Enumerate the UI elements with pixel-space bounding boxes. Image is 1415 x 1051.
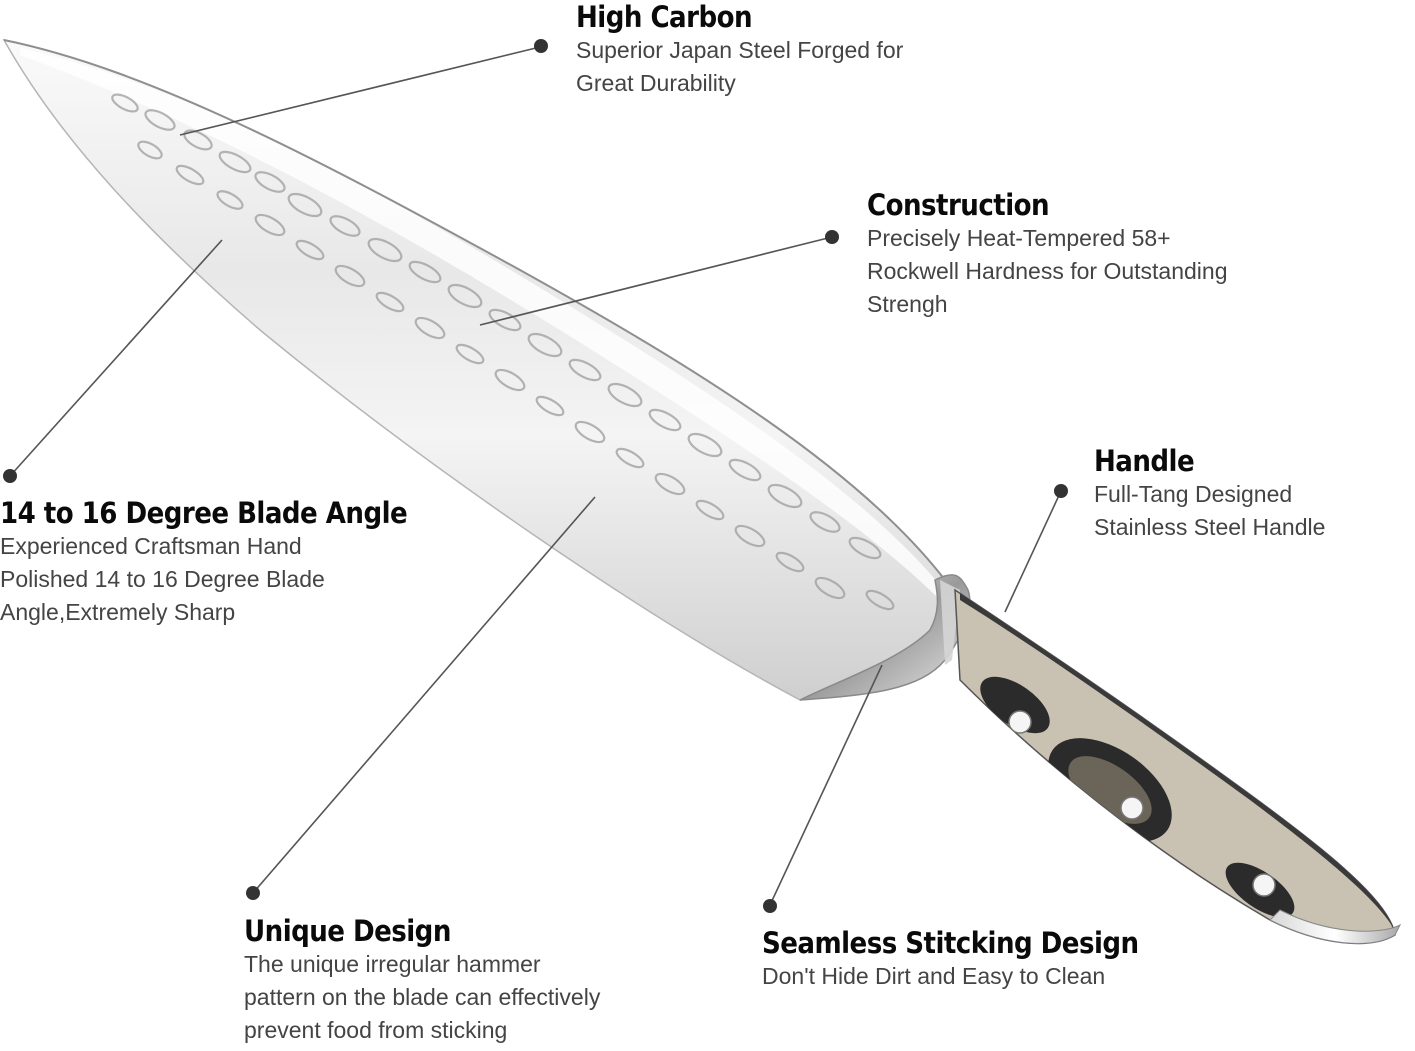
callout-blade-angle: 14 to 16 Degree Blade Angle Experienced … bbox=[0, 496, 452, 629]
description-line: Don't Hide Dirt and Easy to Clean bbox=[762, 963, 1106, 989]
leader-line-high-carbon bbox=[179, 46, 541, 136]
callout-title: Handle bbox=[1094, 444, 1195, 478]
marker-dot-blade-angle bbox=[3, 469, 17, 483]
callout-construction: Construction Precisely Heat-Tempered 58+… bbox=[867, 188, 1228, 321]
leader-line-unique-design bbox=[252, 496, 596, 894]
marker-dot-unique-design bbox=[246, 886, 260, 900]
marker-dot-high-carbon bbox=[534, 39, 548, 53]
callout-title: 14 to 16 Degree Blade Angle bbox=[0, 496, 408, 530]
description-line: Stainless Steel Handle bbox=[1094, 514, 1326, 540]
description-line: The unique irregular hammer bbox=[244, 951, 541, 977]
handle-rivet bbox=[1252, 873, 1276, 897]
handle-rivet bbox=[1008, 710, 1032, 734]
callout-description: Don't Hide Dirt and Easy to Clean bbox=[762, 960, 1180, 993]
callout-description: Superior Japan Steel Forged for Great Du… bbox=[576, 34, 903, 100]
leader-line-construction bbox=[479, 236, 833, 326]
callout-description: Precisely Heat-Tempered 58+ Rockwell Har… bbox=[867, 222, 1228, 321]
callout-description: Full-Tang Designed Stainless Steel Handl… bbox=[1094, 478, 1325, 544]
knife-blade bbox=[2, 38, 951, 701]
marker-dot-seamless bbox=[763, 899, 777, 913]
leader-line-seamless bbox=[769, 664, 883, 906]
leader-line-handle bbox=[1004, 490, 1062, 613]
description-line: Full-Tang Designed bbox=[1094, 481, 1293, 507]
leader-markers bbox=[3, 39, 1068, 913]
callout-unique-design: Unique Design The unique irregular hamme… bbox=[244, 914, 600, 1047]
knife-handle bbox=[954, 588, 1402, 945]
handle-rivet bbox=[1120, 796, 1144, 820]
description-line: Rockwell Hardness for Outstanding bbox=[867, 258, 1228, 284]
leader-line-blade-angle bbox=[9, 239, 223, 477]
callout-description: The unique irregular hammer pattern on t… bbox=[244, 948, 600, 1047]
callout-high-carbon: High Carbon Superior Japan Steel Forged … bbox=[576, 0, 903, 100]
description-line: Superior Japan Steel Forged for bbox=[576, 37, 904, 63]
description-line: pattern on the blade can effectively bbox=[244, 984, 601, 1010]
callout-title: Seamless Stitcking Design bbox=[762, 926, 1139, 960]
description-line: Experienced Craftsman Hand bbox=[0, 533, 302, 559]
callout-title: Construction bbox=[867, 188, 1050, 222]
callout-title: High Carbon bbox=[576, 0, 753, 34]
callout-seamless-design: Seamless Stitcking Design Don't Hide Dir… bbox=[762, 926, 1180, 993]
description-line: Polished 14 to 16 Degree Blade bbox=[0, 566, 325, 592]
callout-title: Unique Design bbox=[244, 914, 451, 948]
callout-description: Experienced Craftsman Hand Polished 14 t… bbox=[0, 530, 452, 629]
leader-lines bbox=[9, 46, 1062, 906]
description-line: prevent food from sticking bbox=[244, 1017, 508, 1043]
description-line: Great Durability bbox=[576, 70, 736, 96]
marker-dot-handle bbox=[1054, 484, 1068, 498]
description-line: Strengh bbox=[867, 291, 948, 317]
hammered-pattern bbox=[20, 48, 940, 611]
description-line: Angle,Extremely Sharp bbox=[0, 599, 236, 625]
description-line: Precisely Heat-Tempered 58+ bbox=[867, 225, 1171, 251]
callout-handle: Handle Full-Tang Designed Stainless Stee… bbox=[1094, 444, 1325, 544]
marker-dot-construction bbox=[825, 230, 839, 244]
